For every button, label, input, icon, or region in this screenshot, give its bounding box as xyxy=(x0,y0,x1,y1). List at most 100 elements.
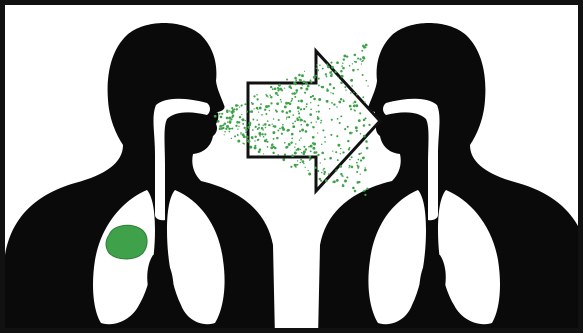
droplet xyxy=(318,77,319,78)
droplet xyxy=(230,118,232,120)
droplet xyxy=(312,95,314,97)
droplet xyxy=(299,162,301,164)
droplet xyxy=(286,118,287,119)
droplet xyxy=(260,103,262,105)
droplet xyxy=(340,115,342,117)
droplet xyxy=(291,98,293,100)
droplet xyxy=(242,118,245,121)
droplet xyxy=(346,176,348,178)
droplet xyxy=(258,127,260,129)
droplet xyxy=(229,122,231,124)
droplet xyxy=(245,120,246,121)
droplet xyxy=(224,134,225,135)
droplet xyxy=(304,92,306,94)
droplet xyxy=(300,108,302,110)
droplet xyxy=(334,71,337,74)
droplet xyxy=(330,134,332,136)
droplet xyxy=(275,109,277,111)
droplet xyxy=(281,133,283,135)
droplet xyxy=(224,122,226,124)
droplet xyxy=(252,119,254,121)
infected-lung-patch xyxy=(106,225,147,259)
droplet xyxy=(340,98,342,100)
droplet xyxy=(347,140,349,142)
droplet xyxy=(359,112,361,114)
droplet xyxy=(358,119,361,122)
droplet xyxy=(221,113,223,115)
droplet xyxy=(323,168,325,170)
droplet xyxy=(229,110,231,112)
droplet xyxy=(274,147,276,149)
droplet xyxy=(249,146,252,149)
droplet xyxy=(256,94,258,96)
droplet xyxy=(265,113,267,115)
droplet xyxy=(310,150,312,152)
droplet xyxy=(297,119,300,122)
droplet xyxy=(295,79,297,81)
droplet xyxy=(298,100,300,102)
droplet xyxy=(277,89,279,91)
droplet xyxy=(359,58,361,60)
droplet xyxy=(288,116,290,118)
droplet xyxy=(316,64,317,65)
droplet xyxy=(298,111,299,112)
droplet xyxy=(267,146,269,148)
droplet xyxy=(364,167,365,168)
droplet xyxy=(331,119,333,121)
droplet xyxy=(343,99,344,100)
droplet xyxy=(346,56,348,58)
droplet xyxy=(292,114,294,116)
droplet xyxy=(323,173,325,175)
droplet xyxy=(298,74,301,77)
droplet xyxy=(313,143,316,146)
droplet xyxy=(237,134,239,136)
droplet xyxy=(298,112,300,114)
droplet xyxy=(272,152,274,154)
droplet xyxy=(252,129,254,131)
droplet xyxy=(291,93,293,95)
droplet xyxy=(320,122,322,124)
droplet xyxy=(257,109,258,110)
droplet xyxy=(269,110,270,111)
droplet xyxy=(292,125,295,128)
droplet xyxy=(316,121,317,122)
droplet xyxy=(300,100,303,103)
droplet xyxy=(366,188,368,190)
droplet xyxy=(281,101,283,103)
droplet xyxy=(314,166,317,169)
droplet xyxy=(265,105,268,108)
droplet xyxy=(363,124,366,127)
droplet xyxy=(322,68,324,70)
droplet xyxy=(253,95,255,97)
droplet xyxy=(285,102,288,105)
droplet xyxy=(351,166,354,169)
droplet xyxy=(290,166,292,168)
droplet xyxy=(338,101,341,104)
droplet xyxy=(263,136,265,138)
droplet xyxy=(258,132,261,135)
droplet xyxy=(299,139,300,140)
droplet xyxy=(305,88,308,91)
droplet xyxy=(263,129,264,130)
droplet xyxy=(246,124,248,126)
droplet xyxy=(231,128,233,130)
droplet xyxy=(327,66,330,69)
droplet xyxy=(339,165,342,168)
droplet xyxy=(277,154,278,155)
droplet xyxy=(313,98,316,101)
droplet xyxy=(351,85,353,87)
droplet xyxy=(230,128,232,130)
droplet xyxy=(256,98,258,100)
droplet xyxy=(340,173,342,175)
droplet xyxy=(335,169,337,171)
droplet xyxy=(247,140,250,143)
droplet xyxy=(299,130,301,132)
droplet xyxy=(295,165,297,167)
droplet xyxy=(364,169,367,172)
droplet xyxy=(244,127,246,129)
droplet xyxy=(356,130,358,132)
droplet xyxy=(322,169,323,170)
droplet xyxy=(297,164,298,165)
droplet xyxy=(350,79,353,82)
